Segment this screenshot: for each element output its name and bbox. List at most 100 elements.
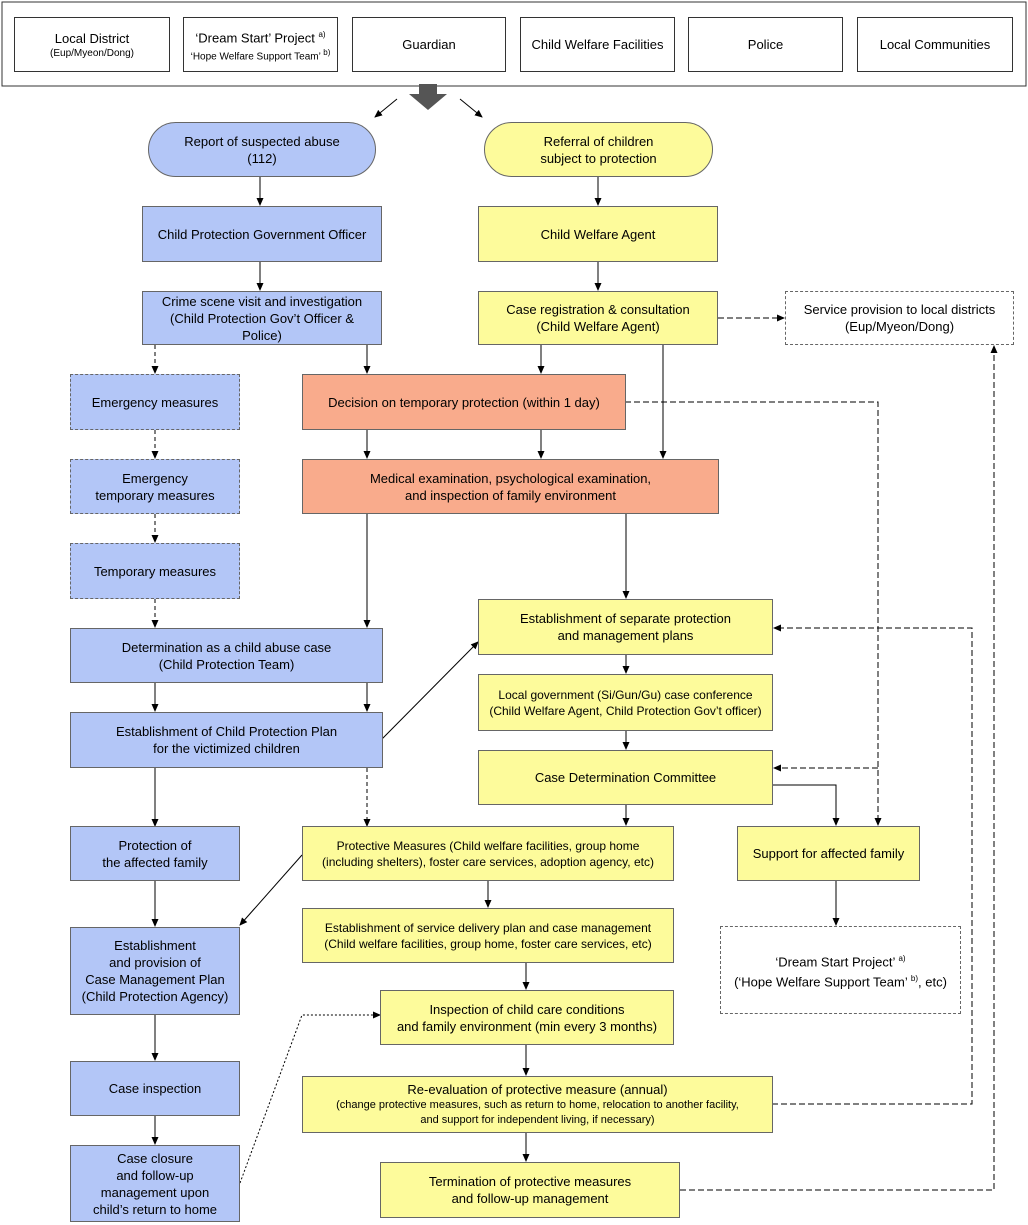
cmp-line4: (Child Protection Agency) (81, 989, 229, 1004)
header-local-communities: Local Communities (857, 17, 1013, 72)
medical-line1: Medical examination, psychological exami… (369, 470, 652, 486)
protection-affected-family: Protection of the affected family (70, 826, 240, 881)
report-line2: (112) (247, 150, 277, 166)
protective-measures: Protective Measures (Child welfare facil… (302, 826, 674, 881)
reeval-line2: (change protective measures, such as ret… (336, 1099, 739, 1111)
closure-line2: and follow-up (116, 1167, 194, 1183)
cmp-line1: Establishment (114, 938, 196, 953)
conference-line2: (Child Welfare Agent, Child Protection G… (489, 703, 762, 718)
communities-label: Local Communities (879, 37, 991, 52)
crime-line1: Crime scene visit and investigation (161, 293, 363, 309)
plan-line1: Establishment of Child Protection Plan (115, 724, 338, 739)
conference-line1: Local government (Si/Gun/Gu) case confer… (498, 687, 753, 702)
case-inspection-label: Case inspection (108, 1081, 202, 1096)
police-label: Police (747, 37, 784, 52)
cmp-line2: and provision of (109, 955, 201, 970)
referral-children: Referral of children subject to protecti… (484, 122, 713, 177)
dream-start-label: ‘Dream Start’ Project (195, 30, 315, 45)
closure-line3: management upon (100, 1184, 210, 1200)
child-protection-plan: Establishment of Child Protection Plan f… (70, 712, 383, 768)
dream-start-etc: ‘Dream Start Project’ a) (‘Hope Welfare … (720, 926, 961, 1014)
separate-line1: Establishment of separate protection (519, 611, 731, 626)
temporary-measures: Temporary measures (70, 543, 240, 599)
re-evaluation: Re-evaluation of protective measure (ann… (302, 1076, 773, 1133)
header-local-district: Local District (Eup/Myeon/Dong) (14, 17, 170, 72)
closure-line1: Case closure (117, 1150, 193, 1166)
medical-examination: Medical examination, psychological exami… (302, 459, 719, 514)
hope-welfare-sup: b) (323, 48, 331, 57)
emergency-temporary-measures: Emergency temporary measures (70, 459, 240, 514)
case-closure: Case closure and follow-up management up… (70, 1145, 240, 1222)
emergency-temp-line1: Emergency (122, 470, 188, 486)
case-management-plan: Establishment and provision of Case Mana… (70, 927, 240, 1015)
dream-etc-line2: (‘Hope Welfare Support Team’ (734, 974, 908, 990)
agent-label: Child Welfare Agent (540, 226, 656, 242)
reeval-line3: and support for independent living, if n… (420, 1114, 655, 1126)
protection-family-line1: Protection of (118, 837, 192, 853)
child-welfare-agent: Child Welfare Agent (478, 206, 718, 262)
temporary-label: Temporary measures (93, 563, 217, 579)
registration-line1: Case registration & consultation (506, 302, 690, 317)
dream-etc-sup1: a) (898, 953, 906, 963)
hope-welfare-label: ‘Hope Welfare Support Team’ (190, 51, 321, 63)
case-registration: Case registration & consultation (Child … (478, 291, 718, 345)
header-child-welfare-facilities: Child Welfare Facilities (520, 17, 675, 72)
case-inspection: Case inspection (70, 1061, 240, 1116)
separate-protection-plans: Establishment of separate protection and… (478, 599, 773, 655)
emergency-temp-line2: temporary measures (95, 487, 215, 503)
inspection-line1: Inspection of child care conditions (429, 1001, 625, 1017)
determination-line2: (Child Protection Team) (158, 656, 295, 672)
medical-line2: and inspection of family environment (404, 487, 616, 503)
support-label: Support for affected family (752, 846, 905, 861)
report-line1: Report of suspected abuse (184, 133, 340, 149)
header-police: Police (688, 17, 843, 72)
plan-line2: for the victimized children (153, 741, 300, 756)
report-suspected-abuse: Report of suspected abuse (112) (148, 122, 376, 177)
inspection-line2: and family environment (min every 3 mont… (396, 1018, 658, 1034)
main-down-arrow (409, 84, 447, 110)
decision-label: Decision on temporary protection (within… (328, 394, 600, 410)
crime-scene-investigation: Crime scene visit and investigation (Chi… (142, 291, 382, 345)
local-district-label: Local District (54, 30, 130, 46)
closure-line4: child’s return to home (92, 1201, 218, 1217)
service-delivery-plan: Establishment of service delivery plan a… (302, 908, 674, 963)
service-plan-line2: (Child welfare facilities, group home, f… (324, 936, 652, 951)
inspection-child-care: Inspection of child care conditions and … (380, 990, 674, 1045)
case-determination-committee: Case Determination Committee (478, 750, 773, 805)
header-frame (1, 1, 1027, 87)
dream-etc-line2-tail: , etc) (918, 974, 947, 990)
local-district-sub: (Eup/Myeon/Dong) (50, 47, 134, 59)
local-government-conference: Local government (Si/Gun/Gu) case confer… (478, 674, 773, 731)
separate-line2: and management plans (557, 628, 694, 643)
cmp-line3: Case Management Plan (85, 972, 225, 987)
referral-line2: subject to protection (540, 150, 657, 166)
committee-label: Case Determination Committee (534, 770, 717, 785)
facilities-label: Child Welfare Facilities (531, 37, 664, 52)
header-dream-start: ‘Dream Start’ Project a) ‘Hope Welfare S… (183, 17, 338, 72)
header-guardian: Guardian (352, 17, 506, 72)
protection-family-line2: the affected family (102, 854, 208, 870)
emergency-measures: Emergency measures (70, 374, 240, 430)
support-affected-family: Support for affected family (737, 826, 920, 881)
dream-etc-line1: ‘Dream Start Project’ (775, 954, 895, 969)
termination-measures: Termination of protective measures and f… (380, 1162, 680, 1218)
child-protection-officer: Child Protection Government Officer (142, 206, 382, 262)
officer-label: Child Protection Government Officer (157, 226, 367, 242)
crime-line2: (Child Protection Gov’t Officer & Police… (170, 310, 354, 343)
service-provision-line2: (Eup/Myeon/Dong) (844, 319, 955, 334)
emergency-label: Emergency measures (91, 394, 219, 410)
service-plan-line1: Establishment of service delivery plan a… (324, 920, 652, 935)
service-provision-line1: Service provision to local districts (803, 302, 996, 317)
dream-start-sup: a) (318, 29, 326, 39)
guardian-label: Guardian (402, 37, 456, 52)
reeval-line1: Re-evaluation of protective measure (ann… (407, 1082, 668, 1097)
termination-line2: and follow-up management (451, 1191, 609, 1206)
referral-line1: Referral of children (543, 133, 654, 149)
determination-line1: Determination as a child abuse case (121, 639, 332, 655)
registration-line2: (Child Welfare Agent) (536, 319, 660, 334)
determination-child-abuse: Determination as a child abuse case (Chi… (70, 628, 383, 683)
protective-line2: (including shelters), foster care servic… (322, 854, 654, 869)
protective-line1: Protective Measures (Child welfare facil… (336, 838, 640, 853)
termination-line1: Termination of protective measures (428, 1174, 632, 1189)
